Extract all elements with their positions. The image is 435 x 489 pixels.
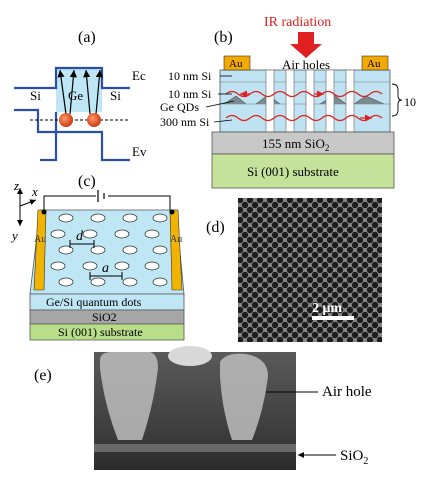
conduction-band [14, 66, 130, 90]
si-10nm-label: 10 nm Si [168, 87, 212, 101]
panel-d: (d) 2 μm [206, 198, 382, 342]
panel-c: (c) z x y Ge/Si quantum dots SiO2 Si (00… [10, 173, 185, 341]
air-hole-column [265, 69, 275, 133]
ev-label: Ev [132, 144, 147, 159]
air-hole-column [305, 69, 315, 133]
si-right-label: Si [110, 88, 121, 103]
d-label: d [76, 229, 84, 244]
au-right-label-c: Au [170, 234, 182, 245]
au-left-label-c: Au [34, 234, 46, 245]
substrate-label-c: Si (001) substrate [58, 325, 143, 339]
ec-label: Ec [132, 68, 146, 83]
ge-qds-label: Ge QDs [160, 100, 199, 114]
pointer-line [205, 100, 235, 108]
substrate-c [29, 323, 185, 341]
panel-b: (b) IR radiation Air holes Au Au 10 nm S… [160, 15, 416, 189]
excitation-arrow-3 [83, 69, 91, 115]
air-hole-column [285, 69, 295, 133]
air-hole-label: Air hole [322, 384, 372, 400]
si-300nm-label: 300 nm Si [160, 115, 210, 129]
au-electrode-right [169, 209, 183, 291]
sem-image-top-view [238, 198, 382, 342]
au-left-label: Au [229, 58, 243, 70]
axis-x-label: x [31, 184, 38, 199]
excitation-arrow-2 [69, 69, 77, 115]
panel-c-label: (c) [78, 173, 96, 190]
x-axis [19, 199, 37, 207]
panel-a-label: (a) [78, 29, 96, 46]
sio2-label-c: SiO2 [92, 310, 117, 324]
valence-band-left [14, 108, 58, 134]
scale-bar [312, 316, 354, 320]
ir-radiation-label: IR radiation [264, 15, 331, 30]
air-hole-shape [220, 353, 268, 440]
au-right-label: Au [367, 58, 381, 70]
si-10nm-top-label: 10 nm Si [168, 69, 212, 83]
a-label: a [102, 261, 109, 276]
sio2-label-e: SiO2 [340, 448, 368, 467]
excitation-arrow-1 [57, 69, 67, 115]
guided-light-wave [225, 114, 383, 122]
repeat-brace [391, 83, 403, 117]
panel-a: (a) Si Ge Si Ec Ev [14, 29, 147, 162]
axis-z-label: z [13, 178, 19, 193]
si-substrate [211, 153, 395, 189]
au-contact-right [361, 55, 389, 71]
circuit-wire [43, 195, 171, 210]
hole-state-1 [59, 113, 73, 127]
air-hole-column [345, 69, 355, 133]
au-electrode-left [33, 209, 47, 291]
axis-y-label: y [10, 228, 18, 243]
substrate-label: Si (001) substrate [247, 164, 339, 179]
sio2-label: 155 nm SiO2 [262, 136, 329, 153]
si-left-label: Si [30, 88, 41, 103]
air-hole-column [325, 69, 335, 133]
au-contact-left [223, 55, 251, 71]
surface-feature [168, 346, 212, 366]
qd-layer-label: Ge/Si quantum dots [46, 295, 142, 309]
air-hole-shape [100, 352, 158, 440]
hole-lattice [50, 213, 168, 287]
repeat-label: 10 [404, 95, 416, 109]
ir-arrow-icon [290, 32, 322, 58]
contact-dot [169, 209, 175, 215]
pointer-line [213, 119, 233, 123]
panel-e-label: (e) [34, 367, 52, 384]
excitation-arrow-4 [95, 69, 103, 115]
sio2-band [94, 444, 296, 452]
valence-band [40, 130, 130, 162]
contact-dot [41, 209, 47, 215]
scale-label: 2 μm [312, 301, 342, 316]
ge-label: Ge [68, 88, 83, 103]
air-holes-label: Air holes [282, 57, 330, 72]
guided-light-wave [225, 90, 383, 98]
panel-d-label: (d) [206, 219, 225, 236]
hole-state-2 [87, 113, 101, 127]
panel-e: (e) Air hole SiO2 [34, 346, 372, 470]
panel-b-label: (b) [214, 29, 233, 46]
